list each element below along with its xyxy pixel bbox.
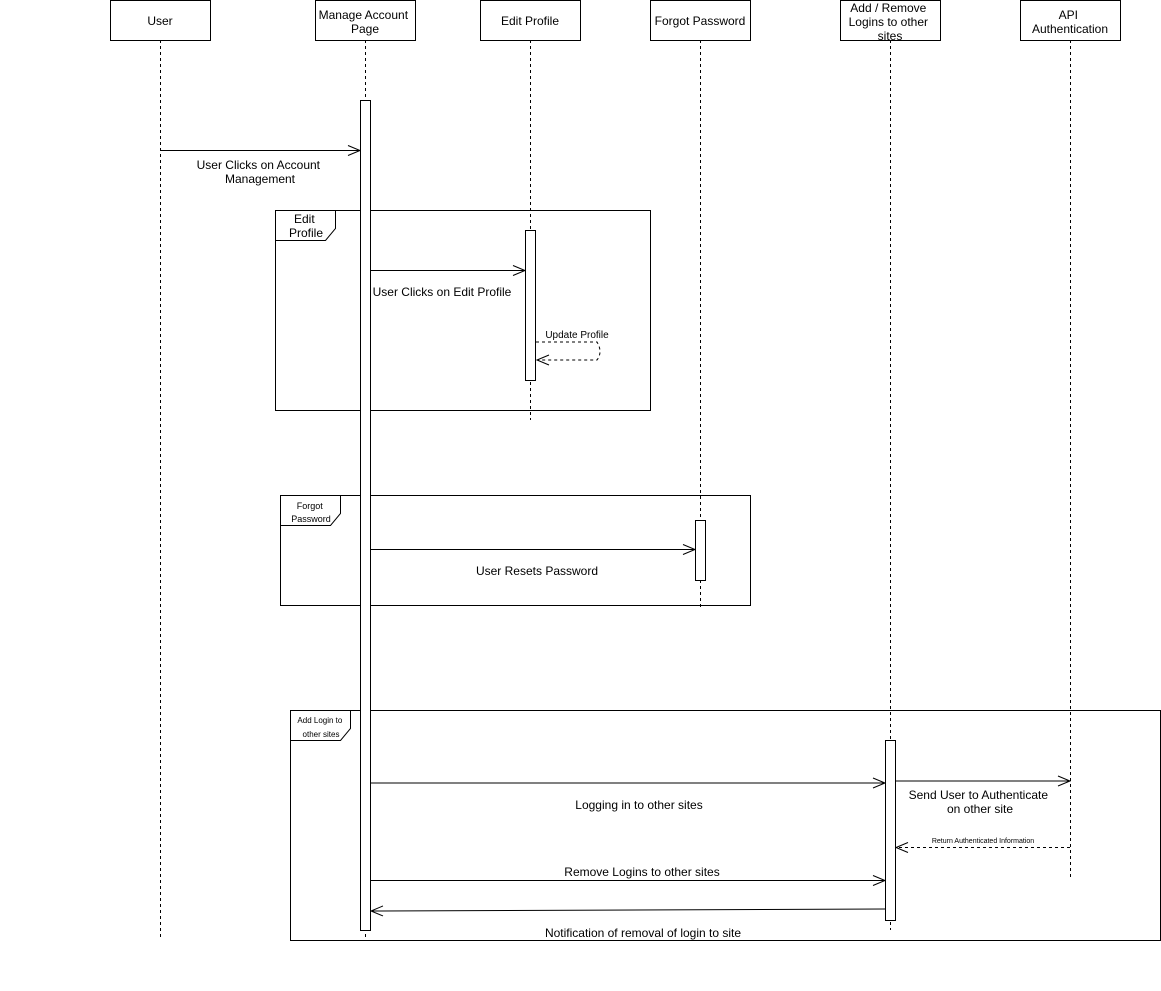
message-remove-logins-label: Remove Logins to other sites [564,865,719,879]
activation-edit[interactable] [525,230,536,381]
message-notification-arrow[interactable] [371,909,886,911]
fragment-forgot-password-tab [280,495,341,526]
message-update-profile-label: Update Profile [545,330,609,341]
activation-addremove[interactable] [885,740,896,921]
fragment-edit-profile-label: Edit Profile [289,212,323,240]
fragment-forgot-password-label: Forgot Password [291,501,331,524]
fragment-edit-profile-tab [275,210,336,241]
lifeline-addremove-box[interactable] [840,0,941,41]
lifeline-api-box[interactable] [1020,0,1121,41]
lifeline-forgot-label: Forgot Password [655,14,746,28]
lifeline-api-label: API Authentication [1032,8,1108,36]
fragment-add-login-label: Add Login to other sites [297,716,344,739]
lifeline-user-label: User [147,14,172,28]
message-send-user-label: Send User to Authenticate on other site [909,788,1052,816]
lifeline-manage-box[interactable] [315,0,416,41]
message-user-clicks-account-label: User Clicks on Account Management [197,158,324,186]
message-return-auth-label: Return Authenticated Information [932,838,1034,845]
lifeline-user-box[interactable] [110,0,211,41]
fragment-add-login-frame[interactable] [290,710,1161,941]
message-user-resets-label: User Resets Password [476,564,598,578]
activation-manage[interactable] [360,100,371,931]
lifeline-forgot-box[interactable] [650,0,751,41]
lifeline-manage-label: Manage Account Page [319,8,412,36]
lifeline-addremove-label: Add / Remove Logins to other sites [849,1,932,43]
fragment-edit-profile-frame[interactable] [275,210,651,411]
fragment-add-login-tab [290,710,351,741]
message-user-clicks-edit-label: User Clicks on Edit Profile [373,285,512,299]
activation-forgot[interactable] [695,520,706,581]
lifeline-edit-box[interactable] [480,0,581,41]
message-update-profile-arrow[interactable] [536,341,601,360]
message-logging-in-label: Logging in to other sites [575,798,702,812]
message-notification-label: Notification of removal of login to site [545,926,741,940]
lifeline-edit-label: Edit Profile [501,14,559,28]
fragment-forgot-password-frame[interactable] [280,495,751,606]
